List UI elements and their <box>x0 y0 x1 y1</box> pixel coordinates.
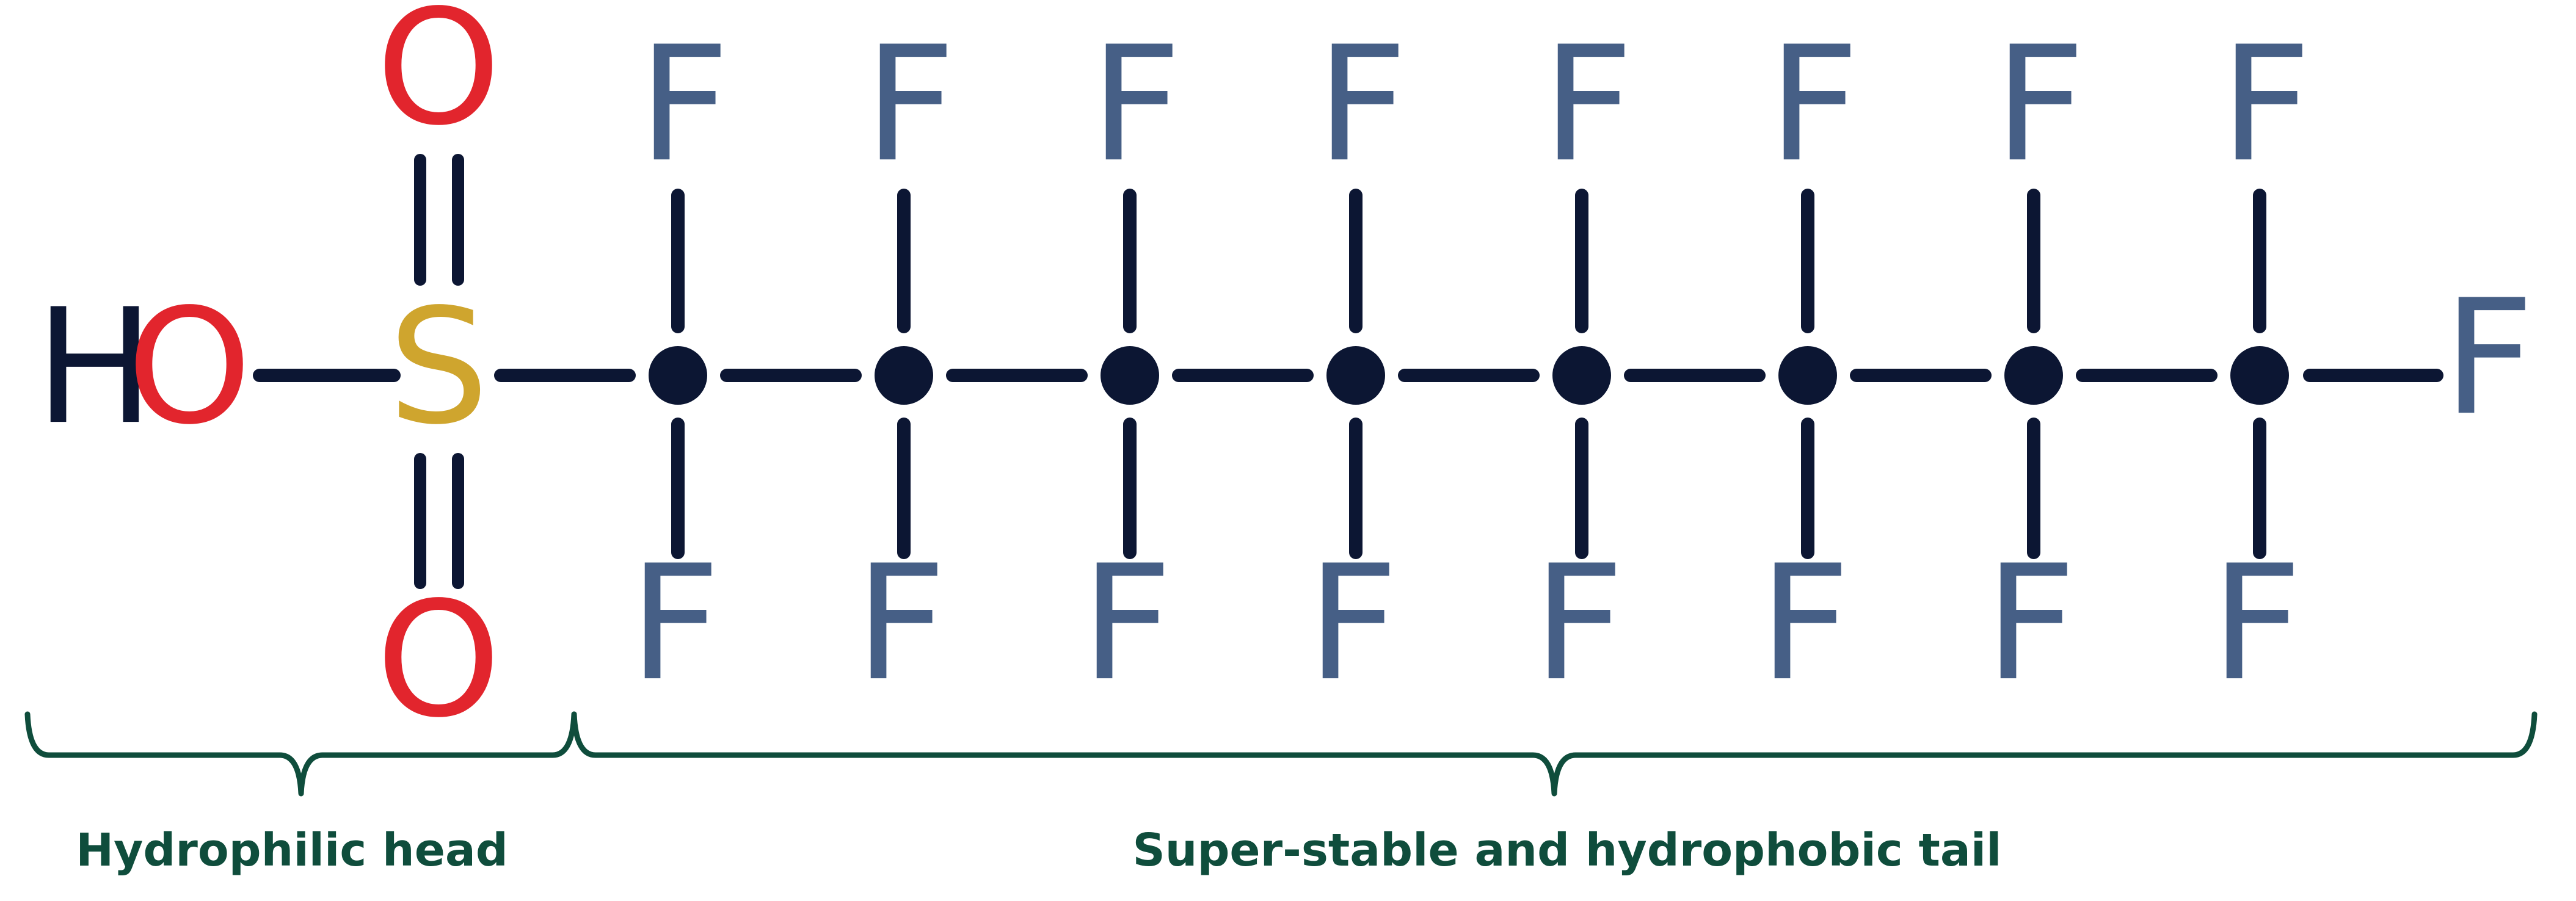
sulfonyl-group: S O O <box>376 0 501 753</box>
fluorine-atom-top: F <box>1768 13 1860 197</box>
carbon-atom <box>2004 346 2063 405</box>
terminal-fluorine-atom: F <box>2443 266 2534 450</box>
fluorine-atom-top: F <box>638 13 730 197</box>
fluorine-atom-top: F <box>1316 13 1408 197</box>
hydrophilic-head-label: Hydrophilic head <box>76 824 508 877</box>
sulfonyl-oxygen-bottom-atom: O <box>376 568 501 753</box>
hydroxyl-group: H O <box>35 275 252 460</box>
fluorine-atom-bottom: F <box>855 532 947 716</box>
hydroxyl-hydrogen-atom: H <box>35 275 155 460</box>
fluorine-atom-bottom: F <box>1985 532 2076 716</box>
sulfur-oxygen-double-bond-bottom <box>414 453 464 589</box>
fluorine-atom-bottom: F <box>1533 532 1625 716</box>
carbon-atom <box>875 346 933 405</box>
hydroxyl-oxygen-atom: O <box>127 275 252 460</box>
carbon-atom <box>1552 346 1611 405</box>
fluorine-atom-top: F <box>1994 13 2086 197</box>
carbon-atom <box>1101 346 1159 405</box>
carbon-atom <box>1778 346 1837 405</box>
fluorine-atom-bottom: F <box>1759 532 1850 716</box>
hydrophobic-tail-label: Super-stable and hydrophobic tail <box>1132 824 2001 877</box>
sulfonyl-oxygen-top-atom: O <box>376 0 501 161</box>
fluorine-atom-top: F <box>864 13 956 197</box>
tail-bracket <box>571 711 2538 797</box>
sulfur-atom: S <box>388 275 489 460</box>
fluorine-atom-top: F <box>1542 13 1634 197</box>
fluorine-atom-bottom: F <box>629 532 721 716</box>
carbon-atom <box>2230 346 2289 405</box>
fluorine-atom-top: F <box>1090 13 1182 197</box>
head-bracket <box>24 711 577 797</box>
fluorine-atom-bottom: F <box>2211 532 2302 716</box>
carbon-atom <box>1326 346 1385 405</box>
carbon-atom <box>649 346 707 405</box>
fluorine-atom-bottom: F <box>1081 532 1173 716</box>
sulfur-oxygen-double-bond-top <box>414 154 464 286</box>
fluorine-atom-bottom: F <box>1307 532 1399 716</box>
fluorine-atom-top: F <box>2220 13 2312 197</box>
